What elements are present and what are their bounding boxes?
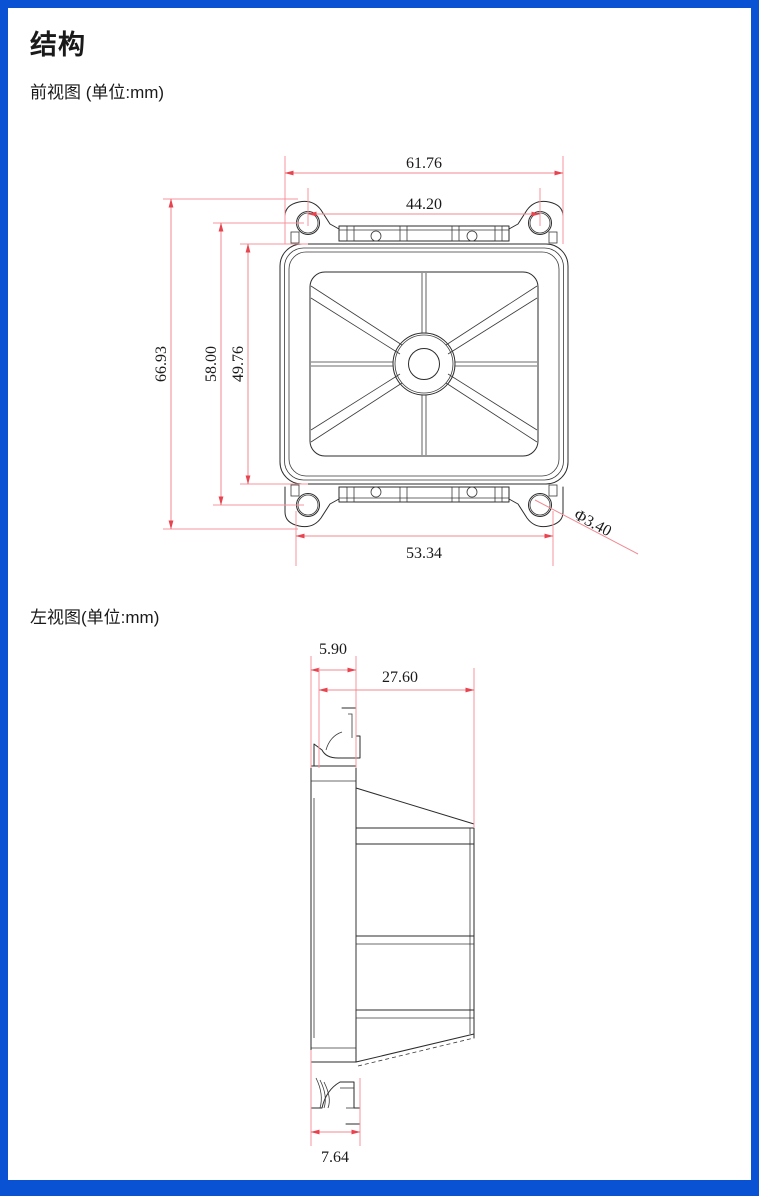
dim-overall-width-label: 61.76 — [406, 155, 442, 172]
dim-bottom-width-label: 53.34 — [406, 545, 442, 562]
front-part-geometry — [279, 200, 569, 528]
dim-hole-diameter-label: Φ3.40 — [571, 507, 614, 541]
side-view-drawing: 5.90 27.60 7.64 — [8, 638, 751, 1178]
dim-body-height-label: 49.76 — [230, 346, 247, 382]
page-title: 结构 — [30, 30, 86, 60]
dim-foot-width-label: 7.64 — [321, 1149, 349, 1166]
dimension-hole-pitch-top: 44.20 — [307, 188, 541, 226]
dimension-foot-width: 7.64 — [310, 1050, 361, 1166]
dimension-overall-height: 66.93 — [153, 198, 298, 530]
front-view-drawing: 61.76 44.20 66.93 — [8, 126, 751, 586]
dimension-body-height: 49.76 — [230, 243, 308, 485]
dim-flange-height-label: 58.00 — [203, 346, 220, 382]
content-sheet: 结构 前视图 (单位:mm) — [8, 8, 751, 1180]
dim-flange-thickness-label: 5.90 — [319, 641, 347, 658]
dimension-flange-thickness: 5.90 — [310, 641, 357, 768]
side-part-geometry — [310, 707, 475, 1125]
dimension-overall-width: 61.76 — [284, 155, 564, 244]
dimension-bottom-width: 53.34 — [295, 511, 554, 566]
dimension-overall-depth: 27.60 — [318, 668, 475, 828]
dimension-hole-diameter: Φ3.40 — [534, 499, 639, 555]
dim-hole-pitch-label: 44.20 — [406, 196, 442, 213]
dimension-flange-height: 58.00 — [203, 222, 304, 506]
bottom-mounting-bracket — [284, 484, 564, 528]
front-view-caption: 前视图 (单位:mm) — [30, 83, 165, 102]
dim-overall-height-label: 66.93 — [153, 346, 170, 382]
dim-overall-depth-label: 27.60 — [382, 669, 418, 686]
side-view-caption: 左视图(单位:mm) — [30, 608, 160, 627]
